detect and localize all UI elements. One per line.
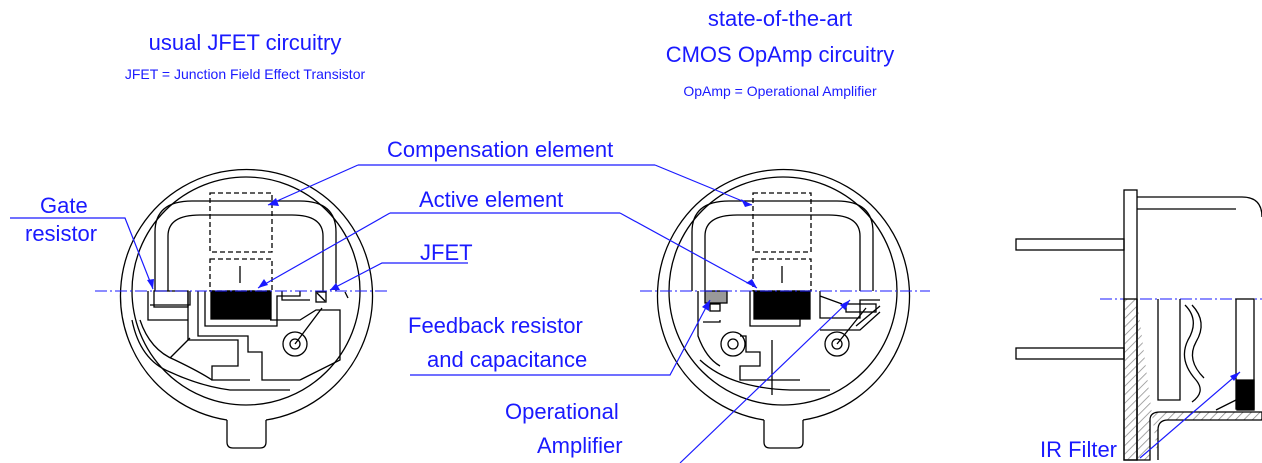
left-sensor-outer-rim [119,168,374,421]
left-pin-outer [282,331,308,357]
side-view-drawing [1015,189,1262,461]
left-sensor-drawing [119,168,374,449]
side-view-pin-bottom [1015,347,1125,360]
active-element-label: Active element [419,187,564,212]
opamp-label-line1: Operational [505,399,619,424]
left-diagram-title: usual JFET circuitry [148,30,342,55]
compensation-element-label: Compensation element [387,137,614,162]
left-active-element [210,290,272,320]
middle-diagram-title-line1: state-of-the-art [707,6,853,31]
leader-feedback [410,299,711,376]
middle-opamp-chip [845,303,877,313]
left-sensor-tab [226,420,267,449]
ir-filter-label: IR Filter [1040,437,1117,462]
middle-diagram-title-line2: CMOS OpAmp circuitry [665,42,895,67]
left-sensor-window [167,214,324,291]
left-compensation-element [209,192,273,253]
jfet-label: JFET [420,240,473,265]
left-jfet [315,291,327,303]
middle-diagram-subtitle: OpAmp = Operational Amplifier [683,83,877,99]
middle-pin-left [720,331,746,357]
middle-active-element [753,290,811,320]
opamp-label-line2: Amplifier [537,433,623,458]
side-view-can [1137,196,1262,218]
middle-sensor-tab [763,420,804,449]
feedback-label-line1: Feedback resistor [408,313,583,338]
leader-jfet [329,262,468,291]
leader-gate-resistor [10,217,154,290]
middle-compensation-element [752,192,812,253]
leader-opamp [679,299,851,463]
leader-arrowheads [147,198,1240,381]
middle-feedback-resistor [704,290,728,304]
feedback-label-line2: and capacitance [427,347,588,372]
side-view-pin-top [1015,238,1125,251]
middle-sensor-drawing [656,168,911,449]
middle-pin-right [824,331,850,357]
middle-sensor-outer-rim [656,168,911,421]
gate-resistor-label-line2: resistor [25,221,98,246]
gate-resistor-label-line1: Gate [40,193,88,218]
leader-ir-filter [1139,371,1241,459]
middle-active-element-outline [752,258,812,292]
leader-lines [10,164,1241,463]
left-diagram-subtitle: JFET = Junction Field Effect Transistor [124,66,366,82]
